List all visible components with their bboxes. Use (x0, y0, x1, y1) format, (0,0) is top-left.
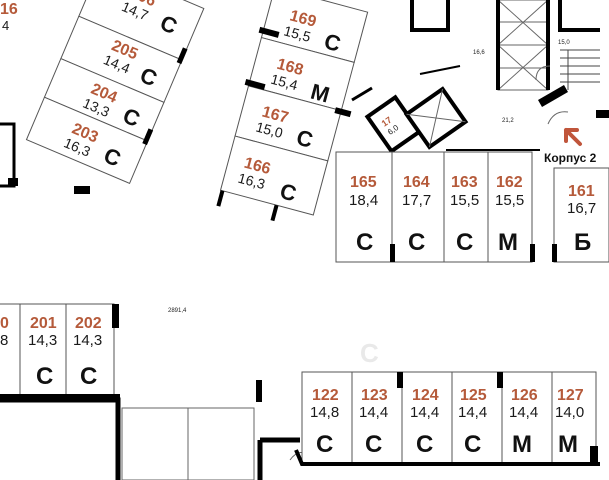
room-area: 15,5 (495, 192, 524, 209)
room-class: С (322, 28, 344, 56)
room-number: 162 (496, 174, 523, 191)
room-area: 14,3 (28, 332, 57, 349)
room-class: С (416, 431, 433, 458)
room-number: 125 (460, 387, 487, 404)
room-area: 17,7 (402, 192, 431, 209)
room-area: 14,4 (458, 404, 487, 421)
room-165[interactable]: 165 18,4 С (349, 174, 378, 256)
room-area: 15,5 (282, 22, 313, 45)
row-160s (335, 151, 609, 263)
room-area: 14,4 (410, 404, 439, 421)
room-200-partial: 0 8 (0, 315, 9, 349)
room-number: 164 (403, 174, 430, 191)
room-number: 169 (288, 8, 318, 31)
room-area: 15,4 (269, 71, 300, 94)
room-164[interactable]: 164 17,7 С (402, 174, 431, 256)
room-area: 14,3 (73, 332, 102, 349)
area-label: 16,6 (473, 50, 485, 56)
svg-text:8: 8 (0, 332, 8, 349)
room-class: С (80, 363, 97, 390)
room-area: 14,0 (555, 404, 584, 421)
room-number: 17 (380, 115, 394, 129)
room-area: 15,0 (254, 119, 285, 142)
watermark: С (360, 338, 379, 368)
bottom-corridor (0, 380, 313, 480)
room-127[interactable]: 127 14,0 М (555, 387, 584, 458)
stair-core: 16,6 15,0 21,2 (410, 0, 609, 125)
room-class: С (365, 431, 382, 458)
room-124[interactable]: 124 14,4 С (410, 387, 439, 458)
room-number: 122 (312, 387, 339, 404)
room-class: С (316, 431, 333, 458)
block-160s-rotated: 169 15,5 С 168 15,4 М 167 15,0 С 166 16,… (216, 0, 369, 222)
room-125[interactable]: 125 14,4 С (458, 387, 487, 458)
building-label: Корпус 2 (544, 151, 597, 165)
area-label: 21,2 (502, 118, 514, 124)
room-123[interactable]: 123 14,4 С (359, 387, 388, 458)
elevator (403, 86, 469, 150)
room-122[interactable]: 122 14,8 С (310, 387, 339, 458)
block-200s-rotated: 206 14,7 С 205 14,4 С 204 13,3 С 203 16,… (25, 0, 205, 185)
room-169[interactable]: 169 15,5 С (281, 7, 346, 57)
room-166[interactable]: 166 16,3 С (235, 154, 303, 207)
room-class: С (294, 125, 316, 153)
room-partial-top-left: 16 4 (0, 1, 18, 33)
room-area: 16,3 (236, 170, 267, 193)
room-class: С (456, 229, 473, 256)
room-area: 14,4 (509, 404, 538, 421)
room-class: С (36, 363, 53, 390)
area-label: 15,0 (558, 40, 570, 46)
svg-text:16: 16 (0, 1, 18, 18)
room-202[interactable]: 202 14,3 С (73, 315, 102, 390)
room-number: 165 (350, 174, 377, 191)
room-162[interactable]: 162 15,5 М (495, 174, 524, 256)
room-area: 15,5 (450, 192, 479, 209)
room-163[interactable]: 163 15,5 С (450, 174, 479, 256)
room-class: М (558, 431, 578, 458)
room-number: 123 (361, 387, 388, 404)
room-number: 202 (75, 315, 102, 332)
row-200s (0, 303, 120, 400)
room-number: 127 (557, 387, 584, 404)
room-number: 163 (451, 174, 478, 191)
svg-text:0: 0 (0, 315, 9, 332)
room-number: 166 (242, 155, 272, 178)
room-161[interactable]: 161 16,7 Б (567, 183, 596, 256)
row-120s (294, 371, 600, 466)
room-class: М (498, 229, 518, 256)
room-number: 167 (260, 104, 290, 127)
room-class: С (408, 229, 425, 256)
room-area: 16,7 (567, 200, 596, 217)
room-class: Б (574, 229, 591, 256)
room-number: 126 (511, 387, 538, 404)
entrance-arrow (564, 128, 582, 146)
room-area: 18,4 (349, 192, 378, 209)
room-number: 206 (127, 0, 158, 10)
room-class: С (464, 431, 481, 458)
room-class: С (356, 229, 373, 256)
room-area: 14,4 (359, 404, 388, 421)
room-class: С (277, 178, 299, 206)
room-area: 14,8 (310, 404, 339, 421)
room-126[interactable]: 126 14,4 М (509, 387, 538, 458)
total-floor-area: 2891,4 (168, 308, 187, 314)
room-number: 168 (275, 56, 305, 79)
room-201[interactable]: 201 14,3 С (28, 315, 57, 390)
svg-text:4: 4 (2, 18, 9, 33)
room-class: М (512, 431, 532, 458)
room-number: 124 (412, 387, 439, 404)
room-number: 161 (568, 183, 595, 200)
room-167[interactable]: 167 15,0 С (253, 103, 318, 153)
room-number: 201 (30, 315, 57, 332)
